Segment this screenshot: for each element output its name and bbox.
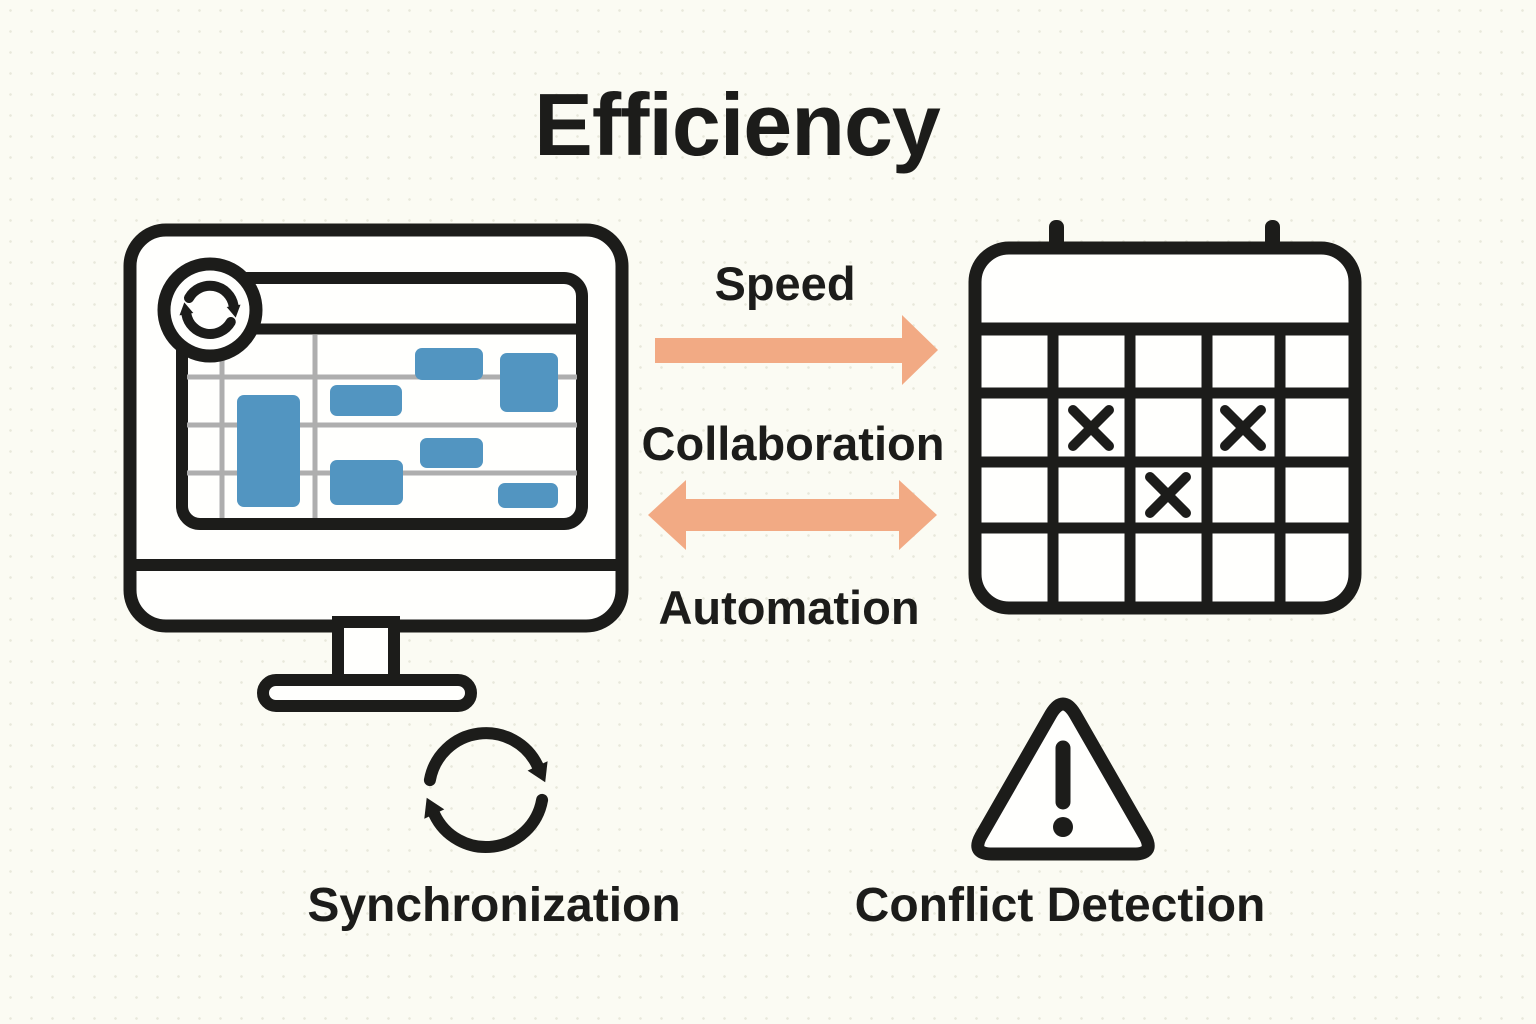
calendar-grid bbox=[978, 331, 1352, 605]
gantt-bars bbox=[237, 348, 558, 508]
speed-right-arrow-icon bbox=[655, 315, 938, 385]
monitor-gantt-icon bbox=[123, 223, 629, 712]
feature-label-conflict-detection: Conflict Detection bbox=[854, 879, 1266, 932]
double-headed-arrow-icon bbox=[648, 480, 937, 550]
sync-badge-icon bbox=[157, 257, 263, 363]
flow-label-automation: Automation bbox=[658, 581, 920, 634]
monitor-stand-base bbox=[257, 674, 477, 712]
exclamation-dot bbox=[1053, 817, 1073, 837]
flow-label-collaboration: Collaboration bbox=[641, 417, 945, 470]
feature-label-synchronization: Synchronization bbox=[307, 879, 681, 932]
page-title: Efficiency bbox=[534, 75, 941, 174]
calendar-frame bbox=[968, 241, 1362, 615]
calendar-x-marks-icon bbox=[968, 220, 1362, 615]
monitor-stand-neck bbox=[332, 616, 400, 690]
calendar-x-marks bbox=[1068, 405, 1266, 518]
circular-sync-arrows-icon bbox=[423, 727, 549, 853]
flow-label-speed: Speed bbox=[714, 257, 856, 310]
warning-triangle-icon bbox=[971, 697, 1155, 861]
